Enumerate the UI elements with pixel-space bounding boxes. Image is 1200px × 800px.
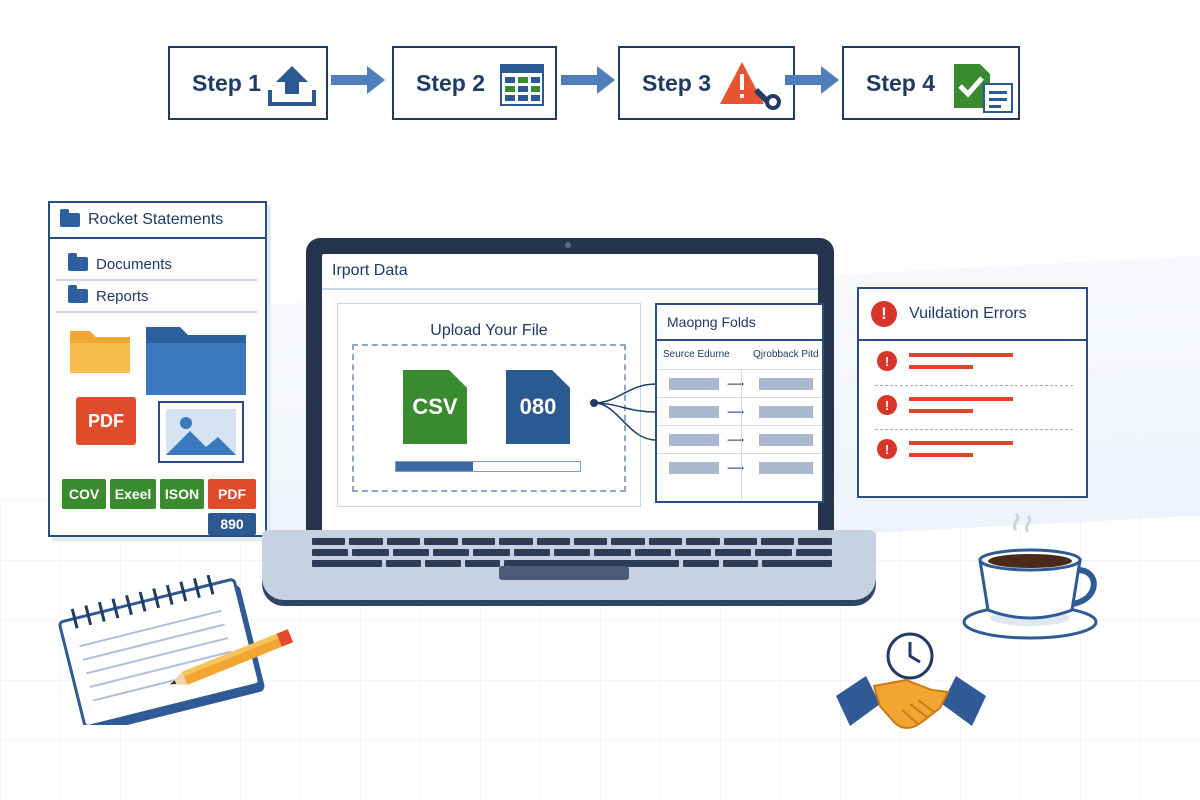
error-item[interactable]: ! bbox=[875, 433, 1073, 473]
error-icon: ! bbox=[877, 439, 897, 459]
step-4[interactable]: Step 4 bbox=[842, 46, 1020, 120]
connector-lines bbox=[590, 383, 657, 441]
error-item[interactable]: ! bbox=[875, 389, 1073, 430]
error-text-line bbox=[909, 441, 1013, 445]
file-tag-excel[interactable]: Exeel bbox=[110, 479, 156, 509]
folder-item-label: Documents bbox=[96, 255, 172, 273]
arrow-right-icon: ⟶ bbox=[727, 433, 745, 447]
warning-wrench-icon bbox=[720, 62, 781, 110]
mapping-row[interactable]: ⟶ bbox=[657, 369, 822, 398]
step-2[interactable]: Step 2 bbox=[392, 46, 557, 120]
error-icon: ! bbox=[871, 301, 897, 327]
file-count-badge: 890 bbox=[208, 513, 256, 535]
file-tag-label: PDF bbox=[218, 486, 246, 502]
file-count-label: 890 bbox=[220, 516, 244, 532]
file-dropzone[interactable] bbox=[352, 344, 626, 492]
pdf-file-icon: PDF bbox=[76, 397, 136, 445]
file-tag-pdf[interactable]: PDF bbox=[208, 479, 256, 509]
blue-folder-icon bbox=[146, 327, 246, 395]
step-4-label: Step 4 bbox=[866, 69, 936, 96]
folder-icon bbox=[68, 253, 88, 271]
file-type-label: 080 bbox=[519, 394, 557, 419]
folder-icon bbox=[68, 285, 88, 303]
file-tag-label: ISON bbox=[164, 486, 200, 502]
errors-panel-header: ! Vuildation Errors bbox=[859, 289, 1086, 341]
file-tag-json[interactable]: ISON bbox=[160, 479, 204, 509]
files-panel: Rocket Statements Documents Reports PDF … bbox=[48, 201, 267, 537]
title-divider bbox=[322, 288, 818, 290]
coffee-cup-icon bbox=[962, 512, 1098, 640]
arrow-right-icon: ⟶ bbox=[727, 461, 745, 475]
step-3-label: Step 3 bbox=[642, 69, 712, 96]
data-file-icon[interactable]: 080 bbox=[506, 370, 570, 444]
files-panel-title: Rocket Statements bbox=[88, 211, 224, 228]
arrow-right-icon: ⟶ bbox=[727, 405, 745, 419]
upload-card: Upload Your File bbox=[337, 303, 641, 507]
arrow-right-icon bbox=[561, 66, 615, 94]
orange-folder-icon bbox=[70, 331, 130, 373]
error-text-line bbox=[909, 365, 973, 369]
touchpad bbox=[499, 566, 629, 580]
target-field bbox=[759, 462, 813, 474]
pencil-icon bbox=[169, 629, 294, 685]
mapping-row[interactable]: ⟶ bbox=[657, 453, 822, 482]
error-text-line bbox=[909, 409, 973, 413]
error-item[interactable]: ! bbox=[875, 345, 1073, 386]
checklist-icon bbox=[954, 64, 1013, 113]
csv-file-icon[interactable]: CSV bbox=[403, 370, 467, 444]
upload-title: Upload Your File bbox=[430, 322, 548, 339]
column-divider bbox=[741, 369, 742, 499]
folder-item-label: Reports bbox=[96, 287, 149, 305]
file-tag-cov[interactable]: COV bbox=[62, 479, 106, 509]
folder-item-reports[interactable]: Reports bbox=[56, 281, 257, 313]
image-file-icon bbox=[158, 401, 244, 463]
notepad-icon bbox=[58, 575, 294, 725]
error-text-line bbox=[909, 397, 1013, 401]
error-text-line bbox=[909, 453, 973, 457]
handshake-clock-icon bbox=[836, 632, 986, 729]
files-panel-header: Rocket Statements bbox=[50, 203, 265, 239]
step-2-label: Step 2 bbox=[416, 69, 486, 96]
mapping-row[interactable]: ⟶ bbox=[657, 425, 822, 454]
step-3[interactable]: Step 3 bbox=[618, 46, 795, 120]
step-1-label: Step 1 bbox=[192, 69, 262, 96]
mapping-card: Maopng Folds Seurce Edurne Qjrobback Pit… bbox=[655, 303, 824, 503]
target-field bbox=[759, 406, 813, 418]
source-field bbox=[669, 434, 719, 446]
upload-icon bbox=[268, 66, 316, 106]
validation-errors-panel: ! Vuildation Errors ! ! ! bbox=[857, 287, 1088, 498]
arrow-right-icon: ⟶ bbox=[727, 377, 745, 391]
upload-progress-fill bbox=[396, 462, 474, 471]
folder-item-documents[interactable]: Documents bbox=[56, 249, 257, 281]
error-icon: ! bbox=[877, 395, 897, 415]
arrow-right-icon bbox=[331, 66, 385, 94]
file-tag-label: COV bbox=[68, 486, 100, 502]
source-column-header: Seurce Edurne bbox=[663, 349, 730, 360]
errors-panel-title: Vuildation Errors bbox=[909, 305, 1027, 322]
source-field bbox=[669, 462, 719, 474]
arrow-right-icon bbox=[785, 66, 839, 94]
target-field bbox=[759, 434, 813, 446]
pdf-file-label: PDF bbox=[88, 410, 124, 431]
table-icon bbox=[500, 64, 544, 106]
keyboard bbox=[312, 538, 833, 571]
target-column-header: Qjrobback Pitd bbox=[753, 349, 819, 360]
source-field bbox=[669, 406, 719, 418]
camera-icon bbox=[565, 242, 571, 248]
mapping-title: Maopng Folds bbox=[657, 305, 822, 341]
file-tag-label: Exeel bbox=[114, 486, 152, 502]
file-type-label: CSV bbox=[412, 394, 458, 419]
folder-icon bbox=[60, 209, 80, 227]
window-title: Irport Data bbox=[332, 262, 408, 279]
step-1[interactable]: Step 1 bbox=[168, 46, 328, 120]
upload-progress-bar bbox=[395, 461, 581, 472]
mapping-row[interactable]: ⟶ bbox=[657, 397, 822, 426]
error-text-line bbox=[909, 353, 1013, 357]
error-icon: ! bbox=[877, 351, 897, 371]
source-field bbox=[669, 378, 719, 390]
target-field bbox=[759, 378, 813, 390]
